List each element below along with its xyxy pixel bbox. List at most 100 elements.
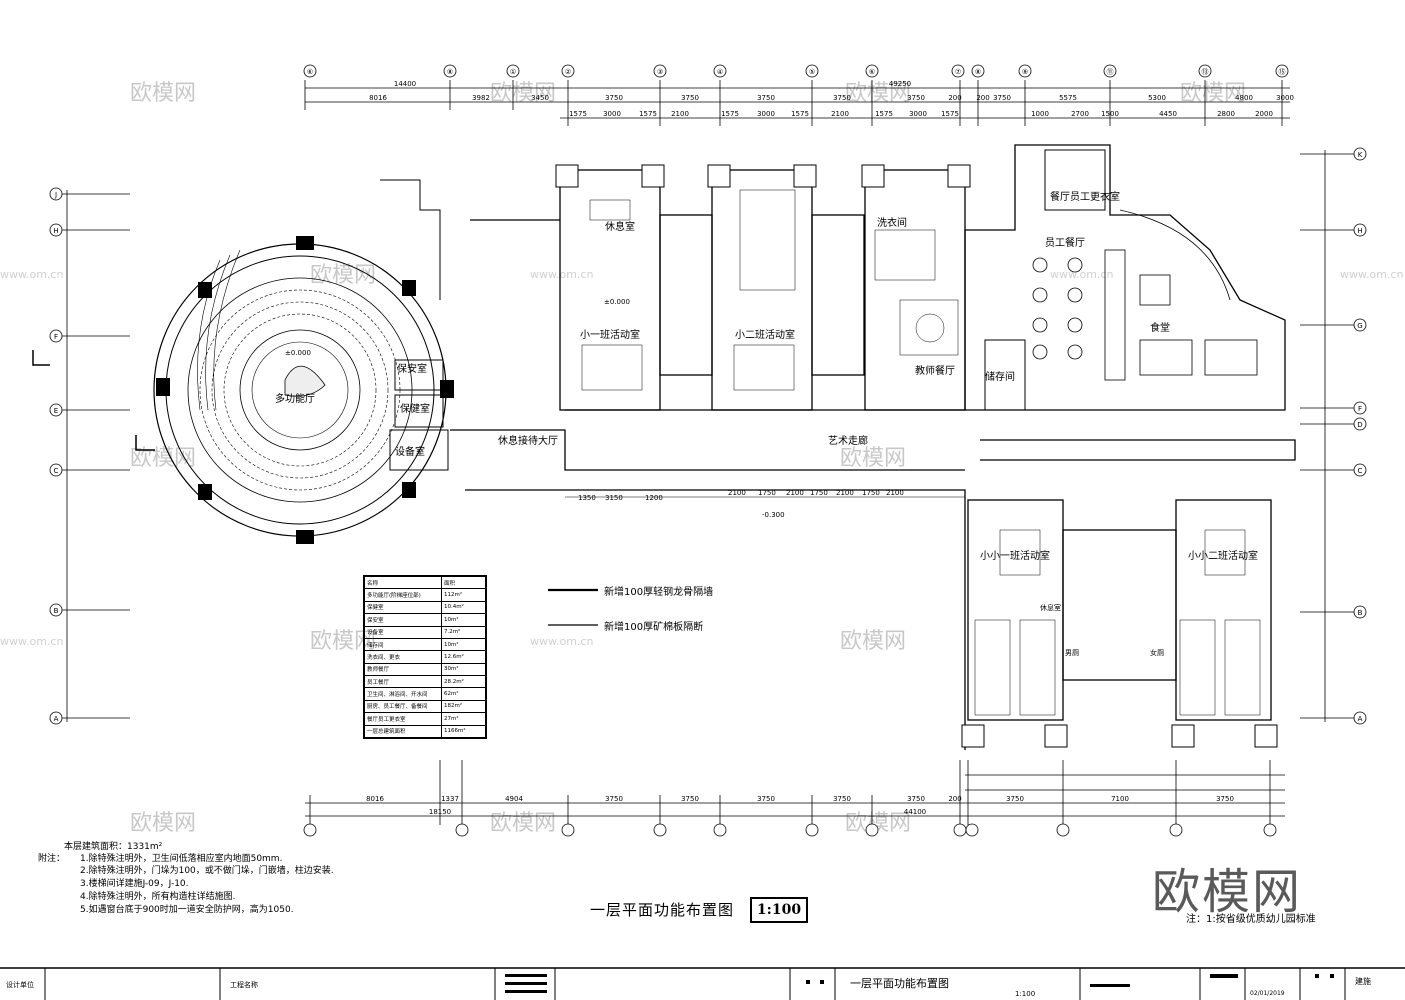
svg-text:3000: 3000 xyxy=(757,110,775,118)
table-cell: 设备室 xyxy=(364,625,442,639)
svg-text:3750: 3750 xyxy=(1006,795,1024,803)
svg-text:3750: 3750 xyxy=(681,94,699,102)
svg-text:7100: 7100 xyxy=(1111,795,1129,803)
svg-text:欧模网: 欧模网 xyxy=(130,81,196,106)
svg-text:B: B xyxy=(54,607,59,615)
table-cell: 27m² xyxy=(441,712,486,726)
table-cell: 12.6m² xyxy=(441,650,486,664)
hall-elevation: ±0.000 xyxy=(285,349,311,357)
svg-text:3000: 3000 xyxy=(603,110,621,118)
bottom-axis-bubbles xyxy=(303,823,1277,837)
svg-text:1750: 1750 xyxy=(862,489,880,497)
room-activity-hall: 多功能厅 xyxy=(275,392,315,405)
room-staff-dining: 员工餐厅 xyxy=(1045,236,1085,249)
room-staff-locker: 餐厅员工更衣室 xyxy=(1050,190,1120,203)
svg-text:18150: 18150 xyxy=(429,808,451,816)
legend-lines xyxy=(548,588,598,626)
svg-text:欧模网: 欧模网 xyxy=(845,811,911,836)
svg-text:⑥: ⑥ xyxy=(307,68,313,76)
svg-text:③: ③ xyxy=(657,68,663,76)
room-laundry: 洗衣间 xyxy=(877,216,907,229)
svg-text:5300: 5300 xyxy=(1148,94,1166,102)
svg-text:4800: 4800 xyxy=(1235,94,1253,102)
table-cell: 教师餐厅 xyxy=(364,662,442,677)
svg-text:3750: 3750 xyxy=(907,94,925,102)
svg-text:3750: 3750 xyxy=(681,795,699,803)
left-axis xyxy=(49,187,130,725)
class-furniture xyxy=(581,189,959,391)
note-item: 5.如遇窗台底于900时加一道安全防护网，高为1050. xyxy=(80,905,294,915)
drawing-title-box: 一层平面功能布置图 1:100 xyxy=(590,897,808,923)
watermarks: 欧模网 欧模网 欧模网 欧模网 欧模网 欧模网 欧模网 欧模网 欧模网 欧模网 … xyxy=(0,81,1403,836)
svg-text:④: ④ xyxy=(717,68,723,76)
class-block-corner-columns xyxy=(555,164,971,188)
svg-text:1350: 1350 xyxy=(578,494,596,502)
top-dimension-lines xyxy=(304,80,1290,126)
class-blocks-bottom xyxy=(967,499,1272,721)
svg-text:1337: 1337 xyxy=(441,795,459,803)
table-cell: 7.2m² xyxy=(441,625,486,639)
note-item: 4.除特殊注明外，所有构造柱详结施图. xyxy=(80,892,236,902)
kitchen-block xyxy=(964,144,1286,411)
table-cell: 10.4m² xyxy=(441,600,486,615)
room-reception: 休息接待大厅 xyxy=(498,434,558,447)
svg-text:1000: 1000 xyxy=(1031,110,1049,118)
tb-date: 02/01/2019 xyxy=(1250,990,1285,997)
svg-text:H: H xyxy=(53,227,58,235)
room-storage: 储存间 xyxy=(985,370,1015,383)
svg-text:⑮: ⑮ xyxy=(1279,68,1286,76)
drawing-title: 一层平面功能布置图 xyxy=(590,901,735,919)
title-block-frame xyxy=(0,967,1405,1000)
room-mini-1: 小小一班活动室 xyxy=(980,549,1050,562)
table-cell: 112m² xyxy=(441,588,486,602)
svg-text:49250: 49250 xyxy=(889,80,911,88)
svg-text:1575: 1575 xyxy=(639,110,657,118)
svg-text:3000: 3000 xyxy=(909,110,927,118)
svg-text:2000: 2000 xyxy=(1255,110,1273,118)
room-equipment: 设备室 xyxy=(395,445,425,458)
table-cell: 10m² xyxy=(441,637,486,652)
svg-text:www.om.cn: www.om.cn xyxy=(0,268,63,281)
svg-text:www.om.cn: www.om.cn xyxy=(1050,268,1113,281)
table-cell: 30m² xyxy=(441,662,486,677)
table-cell: 1166m² xyxy=(441,724,486,738)
tb-drawing-name: 一层平面功能布置图 xyxy=(850,977,949,990)
svg-text:G: G xyxy=(1357,322,1362,330)
svg-text:⑧: ⑧ xyxy=(447,68,453,76)
top-axis-bubbles xyxy=(303,64,1289,78)
room-kitchen: 食堂 xyxy=(1150,321,1170,334)
svg-text:3750: 3750 xyxy=(605,94,623,102)
svg-text:www.om.cn: www.om.cn xyxy=(1340,268,1403,281)
table-cell: 一层总建筑面积 xyxy=(364,724,442,738)
table-cell: 182m² xyxy=(441,699,486,714)
svg-text:2800: 2800 xyxy=(1217,110,1235,118)
notes-label: 附注： xyxy=(38,854,66,864)
svg-text:欧模网: 欧模网 xyxy=(840,446,906,471)
svg-text:E: E xyxy=(54,407,58,415)
room-art-corridor: 艺术走廊 xyxy=(828,434,868,447)
corridor-dim-values: 1350 3150 1200 2100 1750 2100 1750 2100 … xyxy=(578,489,904,502)
class-bottom-corner-columns xyxy=(961,724,1278,748)
table-cell: 28.2m² xyxy=(441,674,486,689)
table-header: 面积 xyxy=(441,575,486,590)
svg-text:44100: 44100 xyxy=(904,808,926,816)
svg-text:3150: 3150 xyxy=(605,494,623,502)
svg-text:1575: 1575 xyxy=(791,110,809,118)
svg-text:3750: 3750 xyxy=(757,795,775,803)
svg-text:H: H xyxy=(1357,227,1362,235)
table-header: 名称 xyxy=(364,575,442,590)
table-cell: 保健室 xyxy=(364,600,442,615)
svg-text:www.om.cn: www.om.cn xyxy=(0,635,63,648)
svg-text:1575: 1575 xyxy=(721,110,739,118)
room-womens: 女厕 xyxy=(1150,648,1164,657)
svg-text:A: A xyxy=(54,715,59,723)
room-lounge-top: 休息室 xyxy=(605,220,635,233)
svg-text:www.om.cn: www.om.cn xyxy=(530,268,593,281)
svg-text:2100: 2100 xyxy=(836,489,854,497)
svg-text:J: J xyxy=(54,191,57,199)
